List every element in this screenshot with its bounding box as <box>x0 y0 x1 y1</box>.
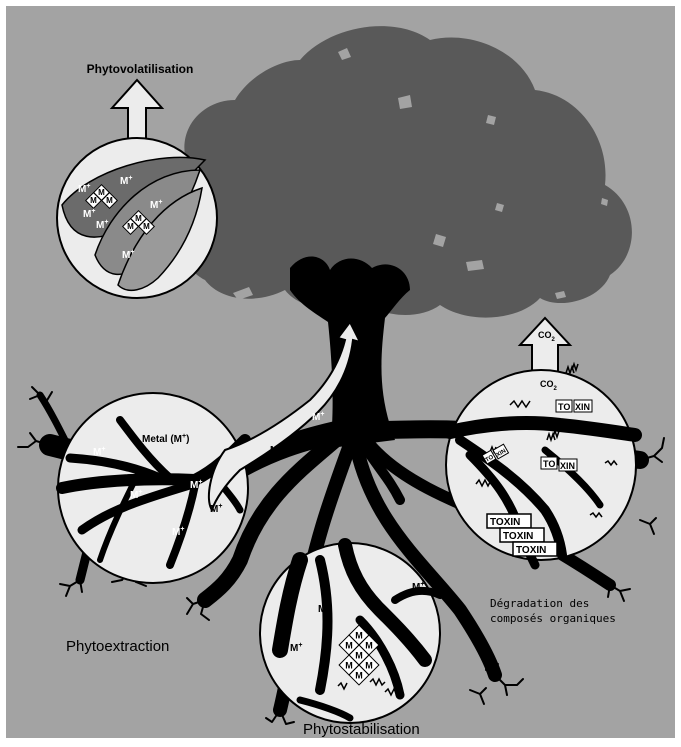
degradation-label-line1: Dégradation des <box>490 597 589 610</box>
svg-text:M: M <box>143 222 150 231</box>
svg-text:TO: TO <box>558 402 570 412</box>
svg-text:M: M <box>355 650 363 660</box>
svg-text:M: M <box>90 196 97 205</box>
svg-text:M: M <box>365 660 373 670</box>
phytoextraction-label: Phytoextraction <box>66 638 169 655</box>
phytovolatilisation-label: Phytovolatilisation <box>87 62 194 76</box>
degradation-label-line2: composés organiques <box>490 612 616 625</box>
svg-text:TOXIN: TOXIN <box>503 531 533 542</box>
svg-text:M: M <box>345 640 353 650</box>
svg-text:M: M <box>355 630 363 640</box>
svg-text:M: M <box>106 196 113 205</box>
svg-text:TOXIN: TOXIN <box>516 545 546 556</box>
svg-text:M: M <box>355 670 363 680</box>
phytostabilisation-label: Phytostabilisation <box>303 721 420 738</box>
svg-text:M: M <box>365 640 373 650</box>
svg-text:XIN: XIN <box>575 402 590 412</box>
svg-text:TOXIN: TOXIN <box>490 517 520 528</box>
svg-text:M: M <box>127 222 134 231</box>
svg-text:M: M <box>345 660 353 670</box>
svg-text:XIN: XIN <box>560 461 575 471</box>
svg-text:M: M <box>135 214 142 223</box>
svg-text:M: M <box>98 188 105 197</box>
svg-text:TO: TO <box>543 459 555 469</box>
